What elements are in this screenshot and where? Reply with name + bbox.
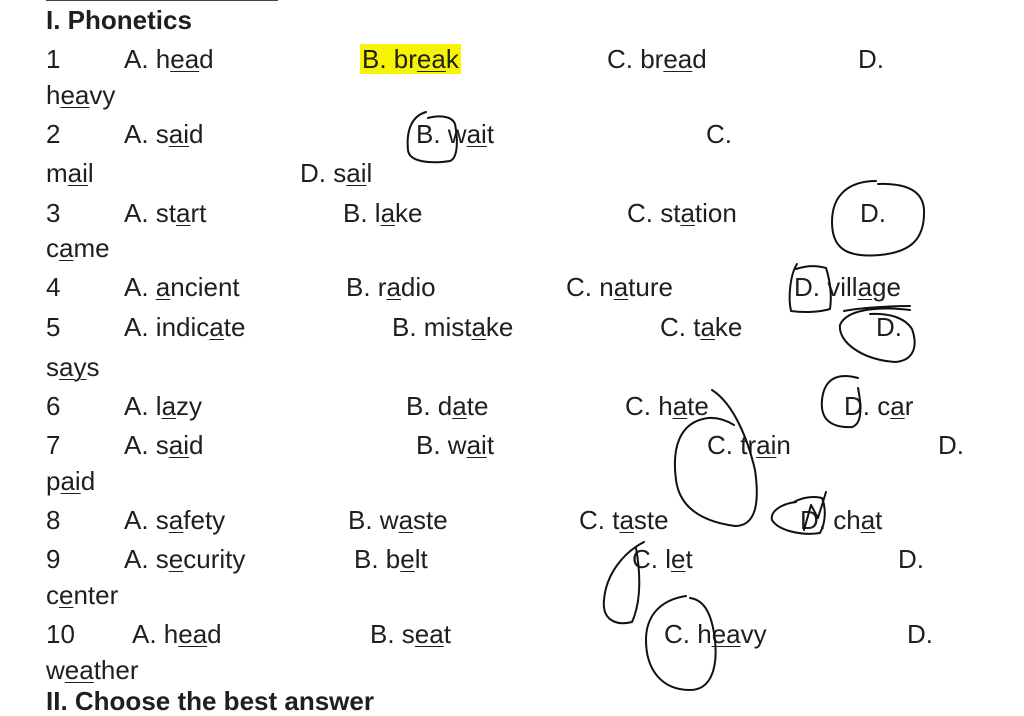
q7-option-c: C. train [707, 430, 791, 460]
q8-option-b: B. waste [348, 505, 448, 535]
q5-option-b: B. mistake [392, 312, 514, 342]
q5-option-d-label: D. [876, 312, 902, 342]
q7-option-a: A. said [124, 430, 204, 460]
document-page: I. Phonetics 1 A. head B. break C. bread… [46, 0, 964, 716]
q7-option-d-word: paid [46, 466, 96, 496]
next-section-title: II. Choose the best answer [46, 686, 374, 716]
q9-option-b: B. belt [354, 544, 428, 574]
q2-number: 2 [46, 119, 61, 149]
q3-option-b: B. lake [343, 198, 423, 228]
q2-option-a: A. said [124, 119, 204, 149]
q3-option-a: A. start [124, 198, 207, 228]
handwritten-annotations [406, 111, 926, 691]
q7-option-d-label: D. [938, 430, 964, 460]
highlight-mark: B. break [360, 44, 461, 74]
q9-number: 9 [46, 544, 61, 574]
q8-option-d: D. chat [800, 505, 883, 535]
q10-option-c: C. heavy [664, 619, 767, 649]
q5-option-d-word: says [46, 352, 100, 382]
q2-option-b: B. wait [416, 119, 495, 149]
q1-number: 1 [46, 44, 61, 74]
q4-number: 4 [46, 272, 61, 302]
q10-option-b: B. seat [370, 619, 451, 649]
q9-option-d-word: center [46, 580, 119, 610]
q1-option-a: A. head [124, 44, 214, 74]
q10-number: 10 [46, 619, 75, 649]
q4-option-c: C. nature [566, 272, 673, 302]
q1-option-c: C. bread [607, 44, 707, 74]
q2-option-d: D. sail [300, 158, 373, 188]
q8-option-a: A. safety [124, 505, 226, 535]
q10-option-a: A. head [132, 619, 222, 649]
q5-option-c: C. take [660, 312, 743, 342]
q5-option-a: A. indicate [124, 312, 246, 342]
q9-option-a: A. security [124, 544, 246, 574]
q1-option-d-label: D. [858, 44, 884, 74]
q1-option-b: B. break [360, 44, 461, 74]
top-rule [46, 0, 278, 1]
q6-number: 6 [46, 391, 61, 421]
q6-option-a: A. lazy [124, 391, 203, 421]
q5-number: 5 [46, 312, 61, 342]
q1-option-d-word: heavy [46, 80, 116, 110]
q2-option-c-label: C. [706, 119, 732, 149]
q9-option-d-label: D. [898, 544, 924, 574]
q4-option-d: D. village [794, 272, 901, 302]
q3-number: 3 [46, 198, 61, 228]
q6-option-b: B. date [406, 391, 489, 421]
section-title: I. Phonetics [46, 5, 192, 35]
q8-number: 8 [46, 505, 61, 535]
q6-option-d: D. car [844, 391, 914, 421]
q6-option-c: C. hate [625, 391, 709, 421]
q3-option-d-word: came [46, 233, 110, 263]
q7-number: 7 [46, 430, 61, 460]
q2-option-c-word: mail [46, 158, 94, 188]
q3-option-d-label: D. [860, 198, 886, 228]
q4-option-a: A. ancient [124, 272, 240, 302]
q4-option-b: B. radio [346, 272, 436, 302]
q8-option-c: C. taste [579, 505, 669, 535]
pen-circle-q4-d-extra [843, 305, 911, 312]
q10-option-d-word: weather [46, 655, 139, 685]
q10-option-d-label: D. [907, 619, 933, 649]
q3-option-c: C. station [627, 198, 737, 228]
q9-option-c: C. let [632, 544, 693, 574]
q7-option-b: B. wait [416, 430, 495, 460]
